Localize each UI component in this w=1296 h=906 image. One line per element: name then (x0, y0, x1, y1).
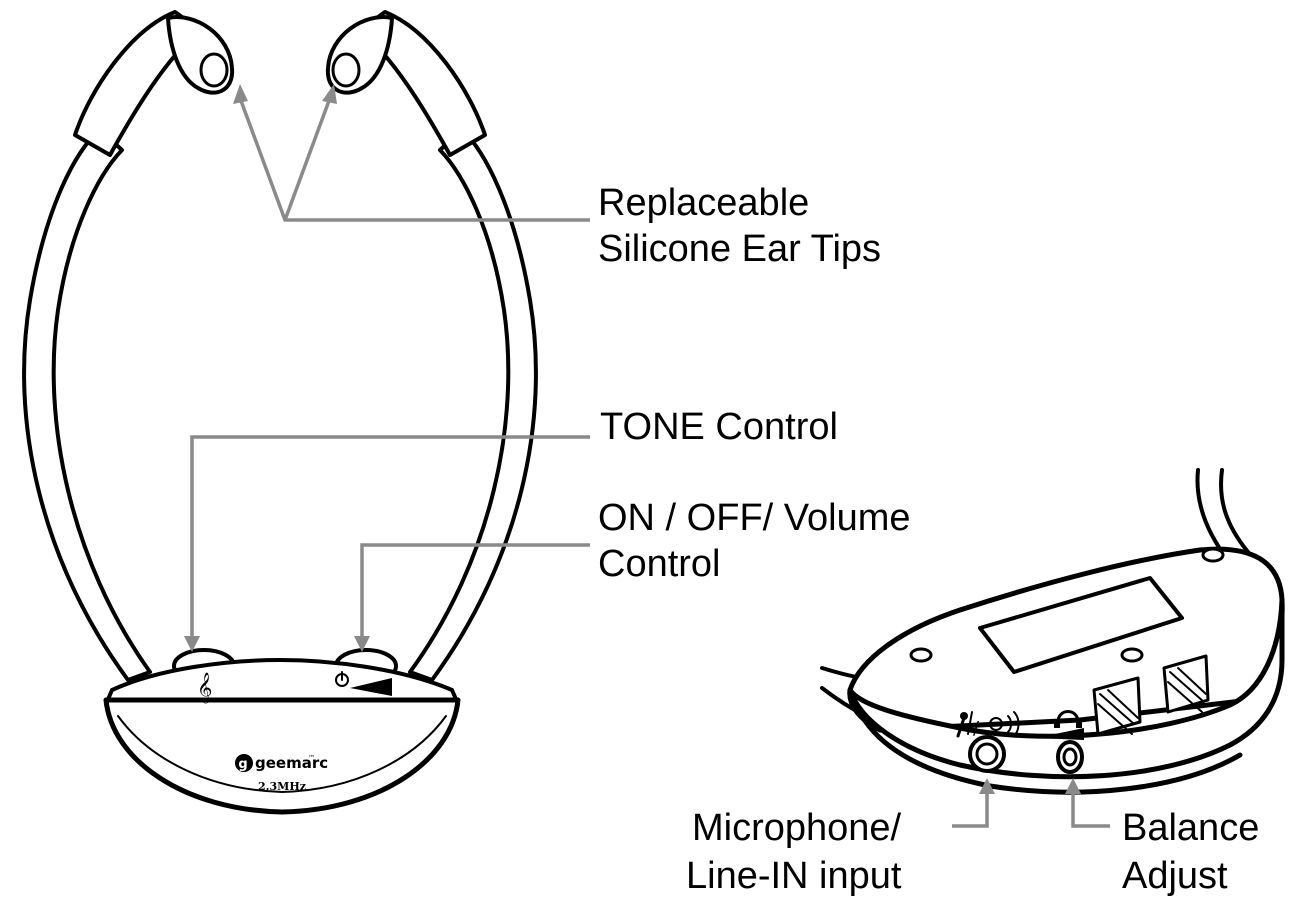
leader-tone (190, 435, 590, 638)
microphone-label-line1: Microphone/ (692, 807, 902, 849)
arrowhead (322, 84, 337, 104)
power-label-line1: ON / OFF/ Volume (598, 497, 911, 539)
ear-tips-label-line1: Replaceable (598, 182, 809, 224)
side-headband-wire-inner (1219, 468, 1250, 554)
volume-wedge-icon (350, 678, 392, 696)
leader-ear-tips-right (283, 97, 332, 221)
receiver-top-housing (104, 658, 460, 706)
display-window (978, 576, 1184, 674)
headband-right-arm (408, 128, 538, 682)
trademark-mark: ™ (308, 754, 315, 762)
brand-name: geemarc (255, 754, 328, 772)
switch-left[interactable] (1092, 676, 1142, 736)
line-in-symbol: / (973, 718, 980, 739)
treble-clef-icon: 𝄞 (197, 672, 212, 704)
geemarc-logo: g geemarc ™ (235, 754, 328, 772)
ear-tips-label-line2: Silicone Ear Tips (598, 228, 881, 270)
arrowhead (979, 778, 995, 794)
balance-label-line2: Adjust (1122, 855, 1228, 897)
receiver-body (103, 697, 461, 815)
receiver-side-view: / (820, 468, 1285, 795)
balance-label-line1: Balance (1122, 807, 1259, 849)
power-label-line2: Control (598, 543, 721, 585)
balance-adjust-knob[interactable] (1056, 740, 1084, 774)
leader-power (360, 543, 590, 638)
receiver-body-trim (117, 715, 447, 793)
headband-left-arm (22, 128, 152, 682)
arrowhead (233, 84, 248, 104)
arrowhead (184, 636, 200, 652)
side-headband-wire-outer (1195, 468, 1230, 562)
line-in-icon (987, 711, 1020, 737)
tone-label: TONE Control (600, 406, 838, 448)
microphone-label-line2: Line-IN input (686, 855, 902, 897)
screw-hole (909, 647, 933, 663)
left-ear-tip-opening (199, 52, 229, 88)
power-icon (335, 671, 349, 687)
screw-hole (1201, 547, 1225, 563)
headset-front-view: 𝄞 g geemarc ™ 2.3MHz (22, 10, 538, 815)
callout-labels: Replaceable Silicone Ear Tips TONE Contr… (598, 182, 1259, 897)
leader-microphone (952, 790, 989, 828)
leader-balance (1071, 790, 1110, 828)
svg-text:g: g (238, 757, 247, 772)
headphone-icon (1054, 710, 1082, 728)
screw-hole (1120, 647, 1144, 663)
balance-wedge-icon (1036, 728, 1084, 740)
callout-leaders (184, 84, 1110, 828)
microphone-icon (956, 711, 973, 738)
side-body-bottom-edge (852, 699, 1243, 795)
right-ear-tip-opening (331, 52, 361, 88)
switch-right[interactable] (1162, 654, 1210, 714)
arrowhead (1065, 778, 1081, 794)
microphone-jack[interactable] (968, 735, 1006, 773)
frequency-label: 2.3MHz (258, 780, 306, 793)
arrowhead (354, 636, 370, 652)
